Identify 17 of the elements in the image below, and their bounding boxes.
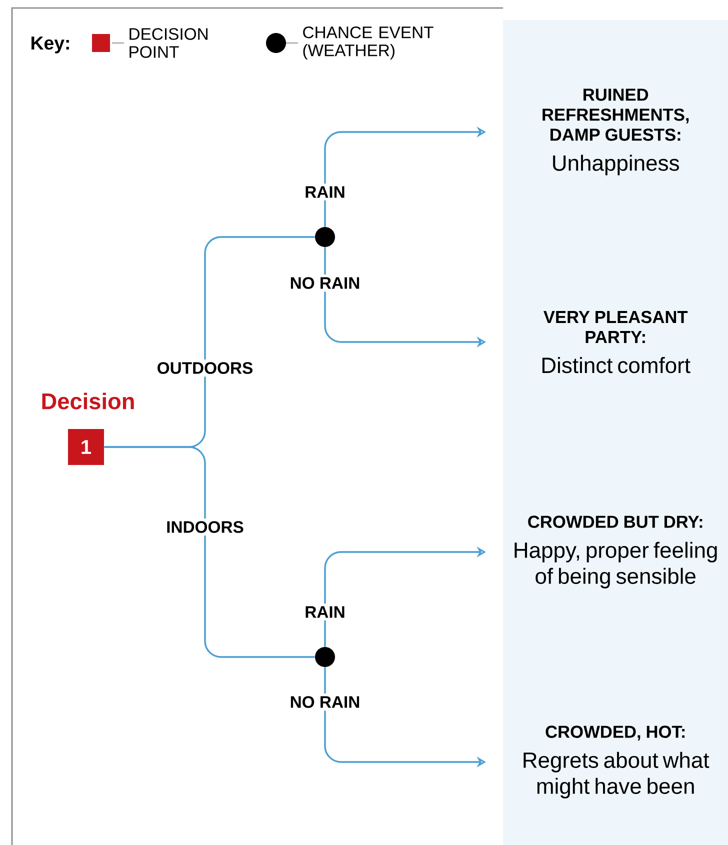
decision-box: 1 <box>68 429 104 465</box>
edge-label: RAIN <box>302 184 348 200</box>
edge-label: RAIN <box>302 604 348 620</box>
outcome-text: VERY PLEASANT PARTY: Distinct comfort <box>542 310 690 374</box>
chance-circle <box>315 227 335 247</box>
outcome-text: CROWDED, HOT: Regrets about what might have been <box>524 726 710 798</box>
outcome-text: RUINED REFRESHMENTS, DAMP GUESTS: Unhappiness <box>542 88 689 176</box>
legend-text: DECISION POINT <box>130 28 208 58</box>
chance-circle <box>315 647 335 667</box>
key-label: Key: <box>32 36 69 54</box>
edge-label: NO RAIN <box>287 274 363 292</box>
outcome-text: CROWDED BUT DRY: Happy, proper feeling of being sensible <box>514 516 717 588</box>
edge-label: NO RAIN <box>287 693 363 711</box>
legend-text: CHANCE EVENT (WEATHER) <box>303 26 434 60</box>
edge-label: INDOORS <box>163 518 247 536</box>
edge-label: OUTDOORS <box>154 359 256 377</box>
decision-label: Decision <box>42 392 134 410</box>
